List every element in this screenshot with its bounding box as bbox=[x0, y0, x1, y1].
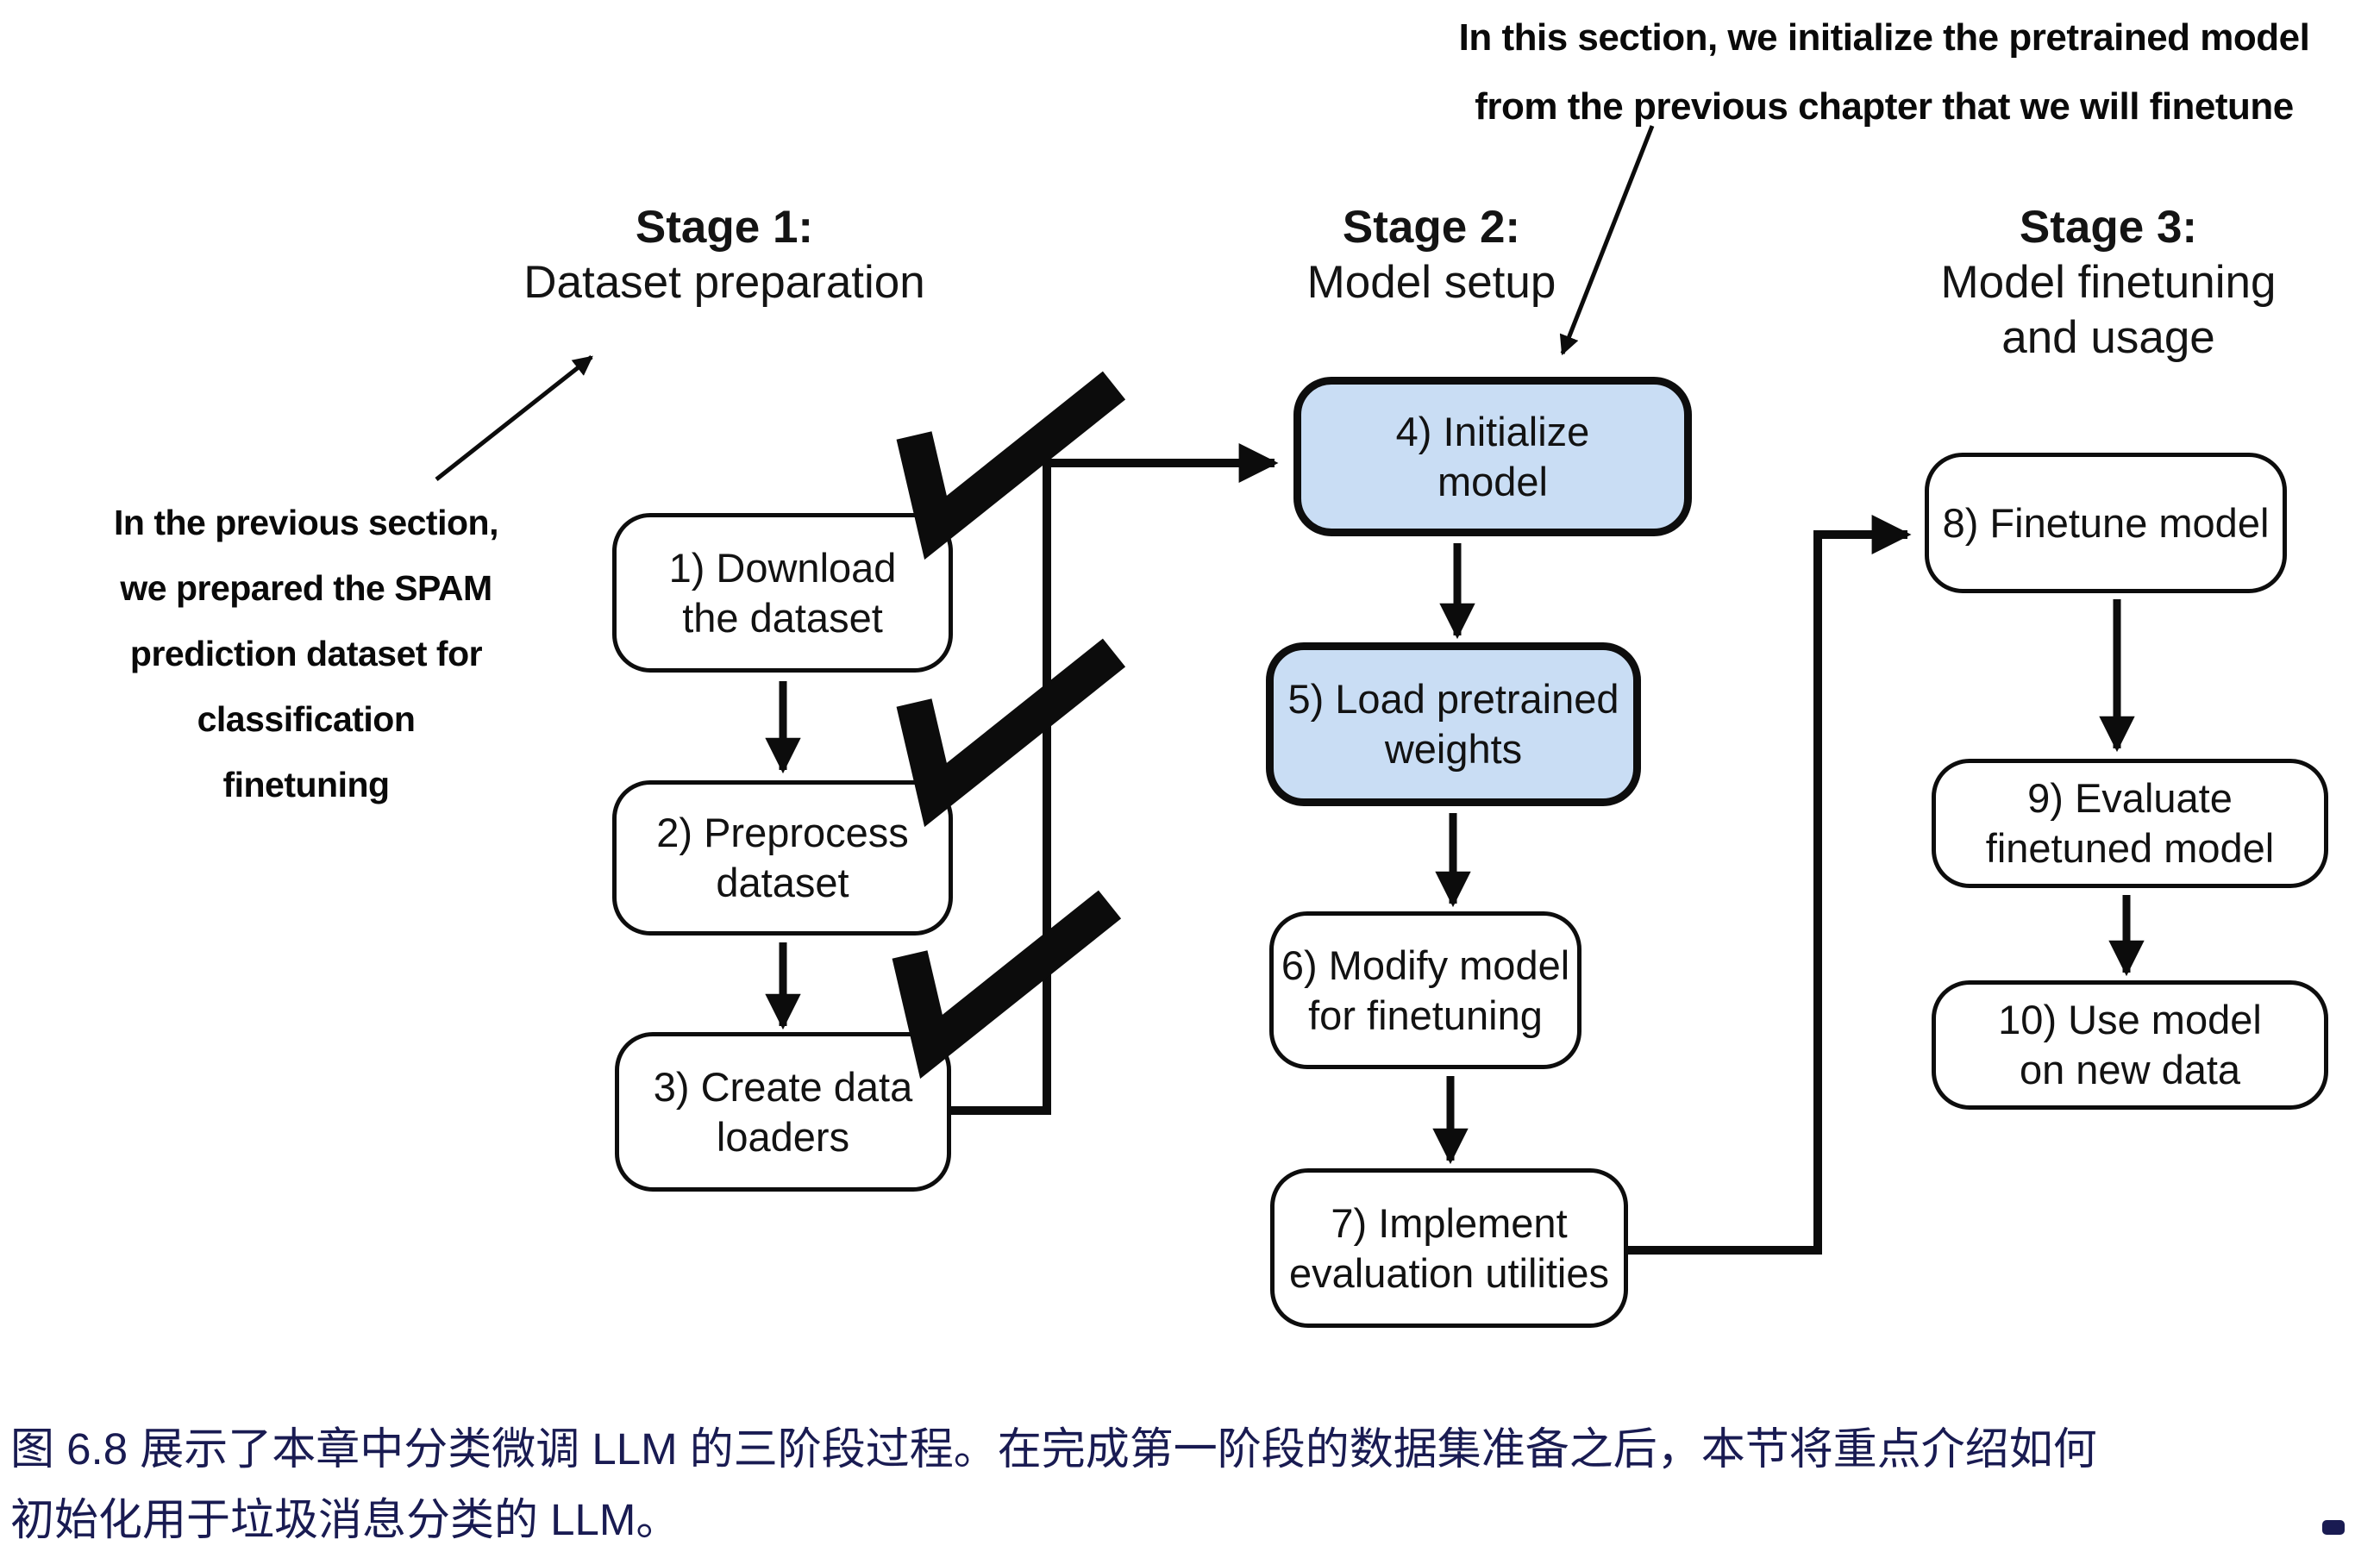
box10-line2: on new data bbox=[2019, 1047, 2241, 1092]
box4-line2: model bbox=[1437, 458, 1548, 504]
box1-line1: 1) Download bbox=[668, 544, 897, 591]
stage3-subtitle-line1: Model finetuning bbox=[1940, 257, 2277, 308]
stage2-subtitle: Model setup bbox=[1306, 257, 1556, 308]
caption-line1: 图 6.8 展示了本章中分类微调 LLM 的三阶段过程。在完成第一阶段的数据集准… bbox=[10, 1424, 2097, 1474]
annotation-left-line3: prediction dataset for bbox=[129, 634, 483, 673]
stage1-subtitle: Dataset preparation bbox=[523, 257, 925, 308]
caption-line2: 初始化用于垃圾消息分类的 LLM。 bbox=[10, 1495, 680, 1544]
box5-line2: weights bbox=[1384, 726, 1523, 772]
stage3-subtitle-line2: and usage bbox=[2001, 312, 2215, 363]
flow-box-download-dataset: 1) Download the dataset bbox=[612, 513, 953, 673]
checkmark-icon-box2 bbox=[896, 638, 1126, 828]
annotation-arrow-left-to-stage1 bbox=[435, 355, 593, 481]
checkmark-icon-box1 bbox=[896, 371, 1126, 560]
annotation-top: In this section, we initialize the pretr… bbox=[1380, 3, 2380, 141]
flow-box-finetune-model: 8) Finetune model bbox=[1925, 453, 2287, 593]
box8-line1: 8) Finetune model bbox=[1942, 499, 2270, 546]
flow-box-preprocess-dataset: 2) Preprocess dataset bbox=[612, 780, 953, 936]
box4-line1: 4) Initialize bbox=[1395, 408, 1590, 454]
box10-line1: 10) Use model bbox=[1998, 997, 2262, 1042]
connector-box7-to-box8 bbox=[1628, 515, 1912, 1255]
text-cursor-mark bbox=[2322, 1520, 2345, 1535]
annotation-left-line2: we prepared the SPAM bbox=[120, 568, 492, 608]
flow-box-modify-model: 6) Modify model for finetuning bbox=[1269, 911, 1581, 1069]
box9-line2: finetuned model bbox=[1985, 825, 2275, 871]
box9-line1: 9) Evaluate bbox=[2027, 775, 2233, 821]
box7-line2: evaluation utilities bbox=[1289, 1249, 1609, 1296]
box2-line1: 2) Preprocess bbox=[656, 810, 909, 855]
stage1-title: Stage 1: bbox=[635, 202, 814, 253]
annotation-top-line2: from the previous chapter that we will f… bbox=[1475, 85, 2294, 128]
flow-box-use-model-new-data: 10) Use model on new data bbox=[1932, 980, 2328, 1110]
stage2-header: Stage 2: Model setup bbox=[1242, 200, 1621, 310]
box3-line2: loaders bbox=[716, 1113, 850, 1160]
flow-box-initialize-model: 4) Initialize model bbox=[1293, 377, 1692, 536]
box1-line2: the dataset bbox=[682, 594, 883, 641]
flow-box-evaluate-finetuned-model: 9) Evaluate finetuned model bbox=[1932, 759, 2328, 888]
stage2-title: Stage 2: bbox=[1342, 202, 1521, 253]
annotation-left-line1: In the previous section, bbox=[114, 503, 498, 542]
figure-caption: 图 6.8 展示了本章中分类微调 LLM 的三阶段过程。在完成第一阶段的数据集准… bbox=[10, 1414, 2364, 1552]
stage3-header: Stage 3: Model finetuning and usage bbox=[1914, 200, 2302, 366]
box5-line1: 5) Load pretrained bbox=[1287, 676, 1619, 722]
flow-box-create-data-loaders: 3) Create data loaders bbox=[615, 1032, 951, 1192]
annotation-left-line4: classification finetuning bbox=[197, 699, 416, 804]
box3-line1: 3) Create data bbox=[653, 1063, 913, 1110]
box6-line2: for finetuning bbox=[1308, 992, 1543, 1038]
stage3-title: Stage 3: bbox=[2019, 202, 2198, 253]
flow-box-implement-evaluation-utilities: 7) Implement evaluation utilities bbox=[1270, 1168, 1628, 1328]
box2-line2: dataset bbox=[716, 860, 849, 905]
box7-line1: 7) Implement bbox=[1331, 1199, 1568, 1246]
stage1-header: Stage 1: Dataset preparation bbox=[509, 200, 940, 310]
annotation-top-line1: In this section, we initialize the pretr… bbox=[1458, 16, 2310, 59]
flow-box-load-pretrained-weights: 5) Load pretrained weights bbox=[1266, 642, 1641, 806]
connector-box3-to-box4 bbox=[951, 443, 1279, 1115]
annotation-left: In the previous section, we prepared the… bbox=[112, 490, 500, 817]
box6-line1: 6) Modify model bbox=[1281, 942, 1570, 988]
